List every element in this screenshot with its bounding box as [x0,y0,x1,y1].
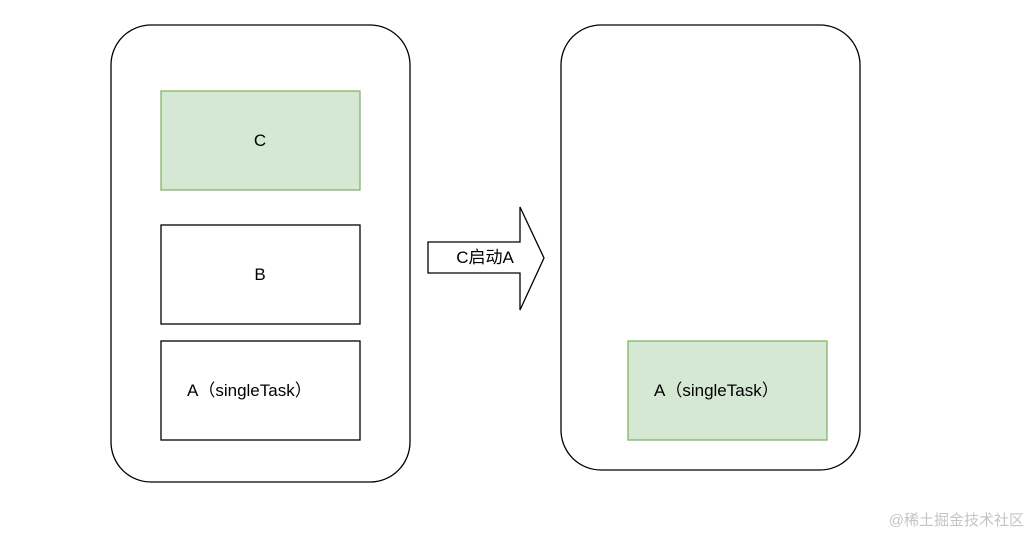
transition-arrow-label: C启动A [456,248,514,267]
activity-c-box [160,90,361,191]
watermark: @稀土掘金技术社区 [889,512,1024,529]
activity-a-label-before: A（singleTask） [187,381,312,400]
activity-b-label: B [254,265,265,284]
activity-a-label-after: A（singleTask） [654,381,779,400]
activity-b-box [160,224,361,325]
activity-a-box-before [160,340,361,441]
activity-c-label: C [254,131,266,150]
activity-a-box-after [627,340,828,441]
transition-arrow [427,206,545,311]
